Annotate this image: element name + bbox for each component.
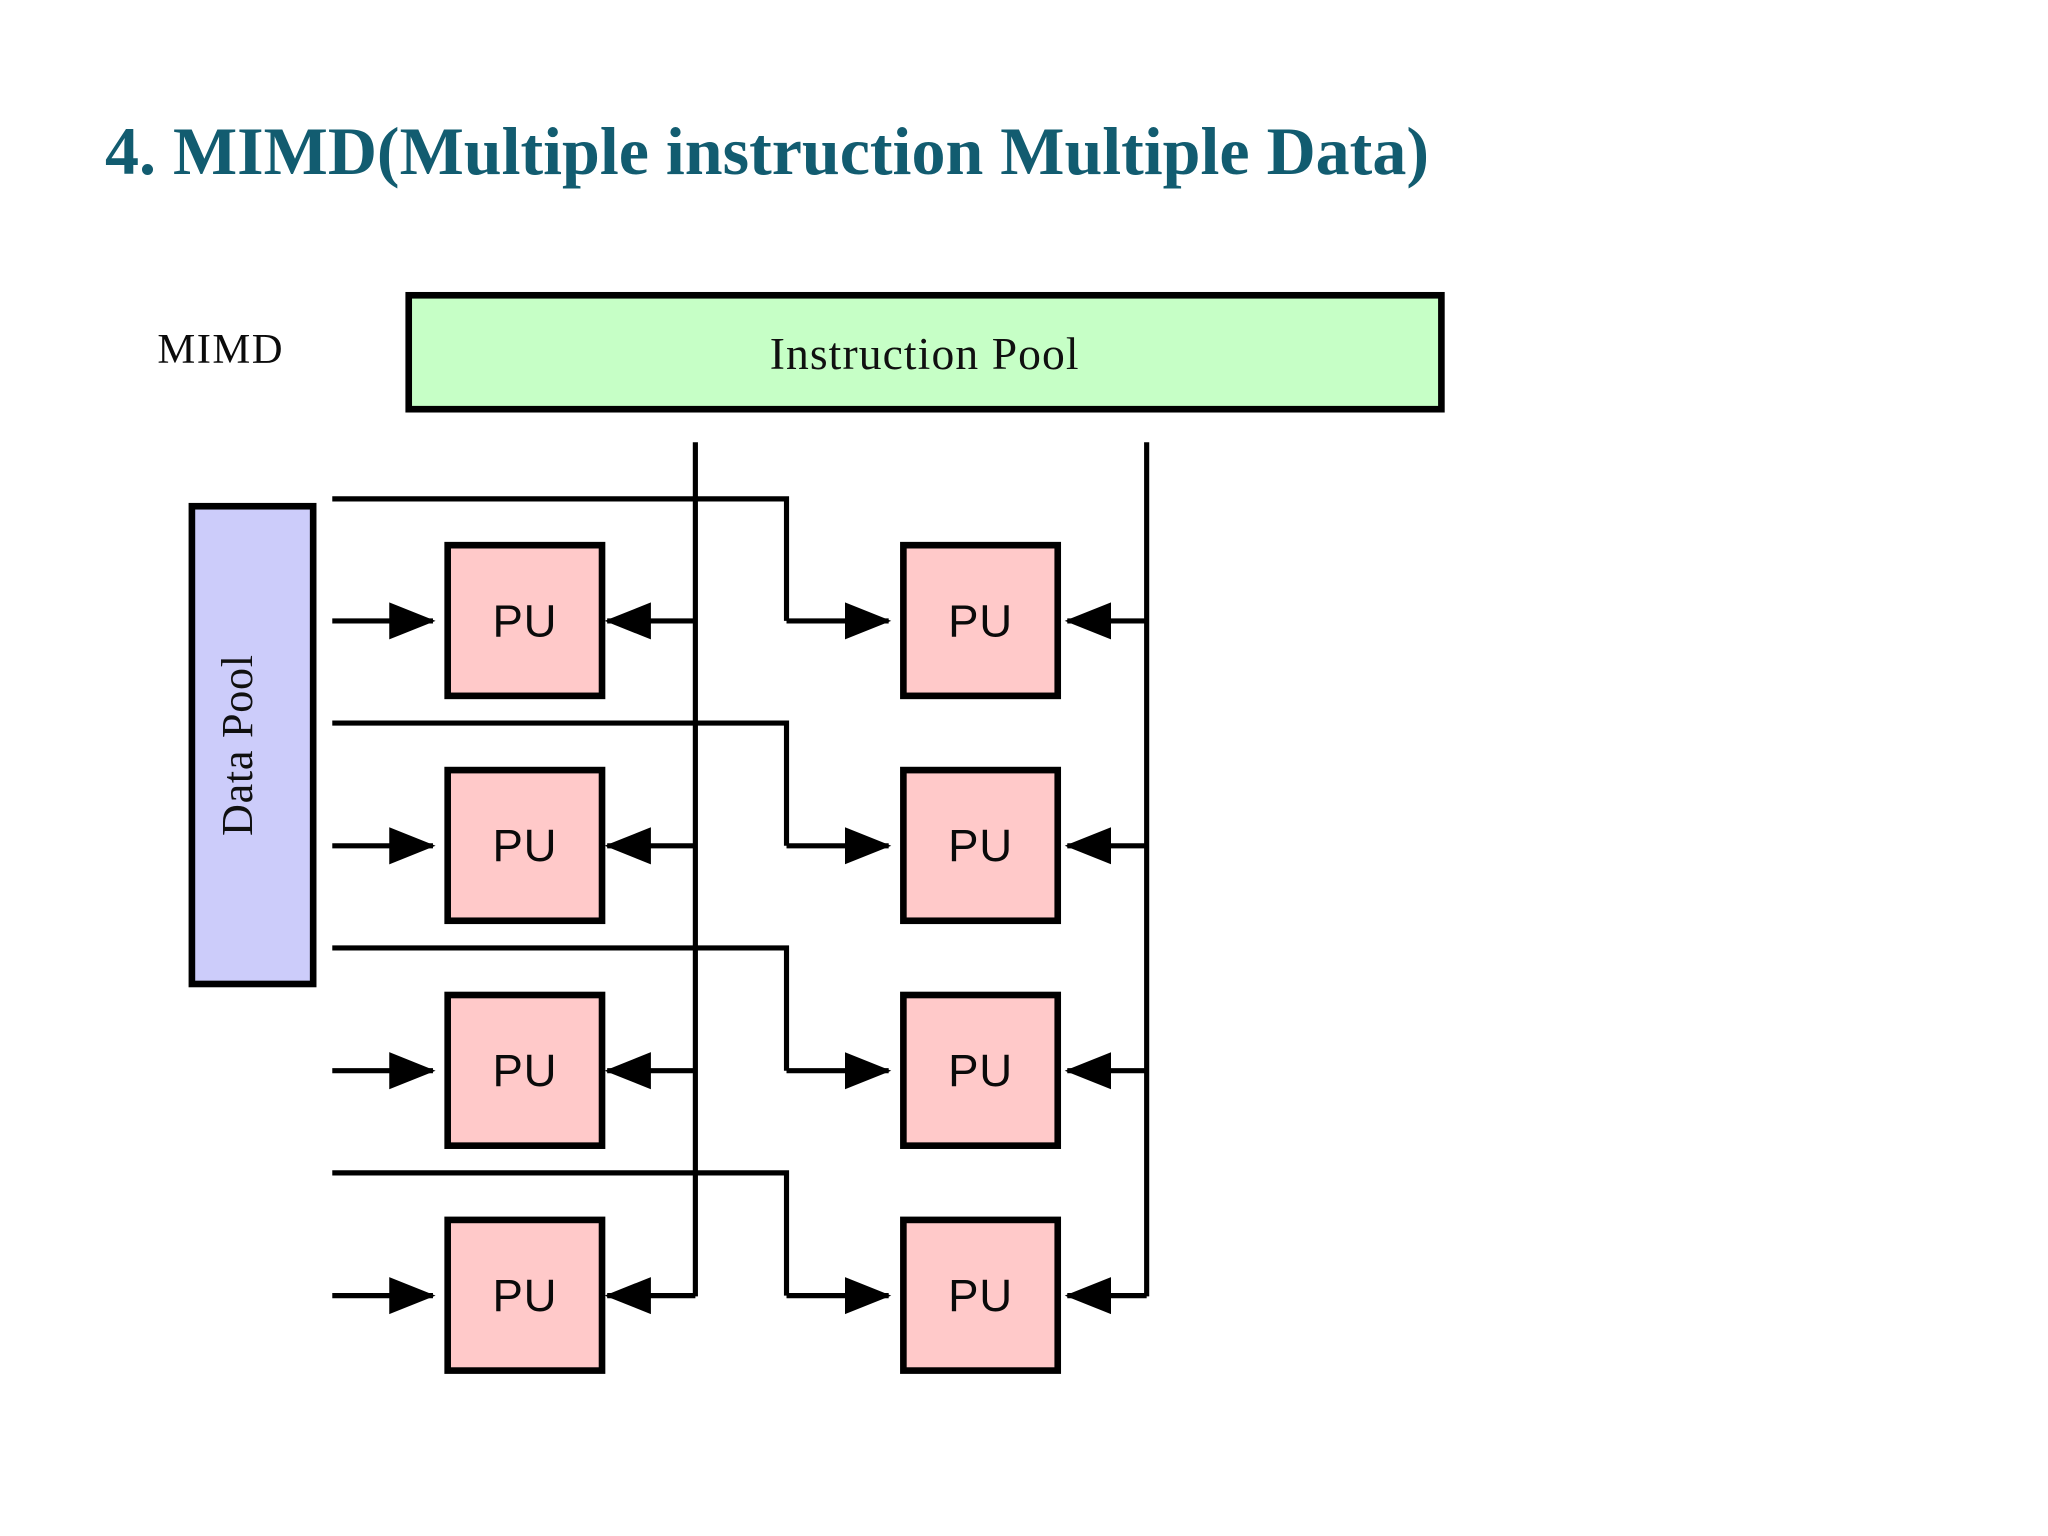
data-pool-rect xyxy=(188,502,317,988)
pu-rect-4-right[interactable] xyxy=(900,1216,1062,1374)
pu-rect-3-right[interactable] xyxy=(900,991,1062,1149)
page-title: 4. MIMD(Multiple instruction Multiple Da… xyxy=(105,113,1429,189)
instruction-pool-label: Instruction Pool xyxy=(770,328,1080,379)
pu-row-2: PU PU xyxy=(332,720,1147,925)
pu-row-3: PU PU xyxy=(332,945,1147,1149)
pu-label-4-right: PU xyxy=(948,1270,1013,1321)
pu-label-3-right: PU xyxy=(948,1045,1013,1096)
pu-label-1-right: PU xyxy=(948,595,1013,646)
data-bus-row-2 xyxy=(332,720,790,846)
pu-label-3-left: PU xyxy=(492,1045,557,1096)
instruction-bus-lines xyxy=(692,442,1150,1297)
mimd-label: MIMD xyxy=(157,326,284,373)
pu-rect-3-left[interactable] xyxy=(444,991,606,1149)
pu-rect-2-right[interactable] xyxy=(900,766,1062,925)
data-bus-row-4 xyxy=(332,1170,790,1296)
pu-label-2-left: PU xyxy=(492,820,557,871)
instruction-pool-box: Instruction Pool xyxy=(405,291,1445,413)
pu-row-4: PU PU xyxy=(332,1170,1147,1374)
data-pool-box: Data Pool xyxy=(188,502,317,988)
pu-label-2-right: PU xyxy=(948,820,1013,871)
pu-row-1: PU PU xyxy=(332,496,1147,700)
data-bus-row-3 xyxy=(332,945,790,1071)
mimd-diagram: MIMD Instruction Pool Data Pool xyxy=(150,260,1458,1407)
pu-rect-4-left[interactable] xyxy=(444,1216,606,1374)
data-pool-label: Data Pool xyxy=(213,654,262,836)
pu-rect-2-left[interactable] xyxy=(444,766,606,925)
pu-rect-1-right[interactable] xyxy=(900,541,1062,700)
instruction-pool-rect xyxy=(405,291,1445,413)
mimd-diagram-svg: MIMD Instruction Pool Data Pool xyxy=(157,291,1445,1374)
pu-rect-1-left[interactable] xyxy=(444,541,606,700)
data-bus-row-1 xyxy=(332,496,790,621)
pu-label-1-left: PU xyxy=(492,595,557,646)
pu-label-4-left: PU xyxy=(492,1270,557,1321)
